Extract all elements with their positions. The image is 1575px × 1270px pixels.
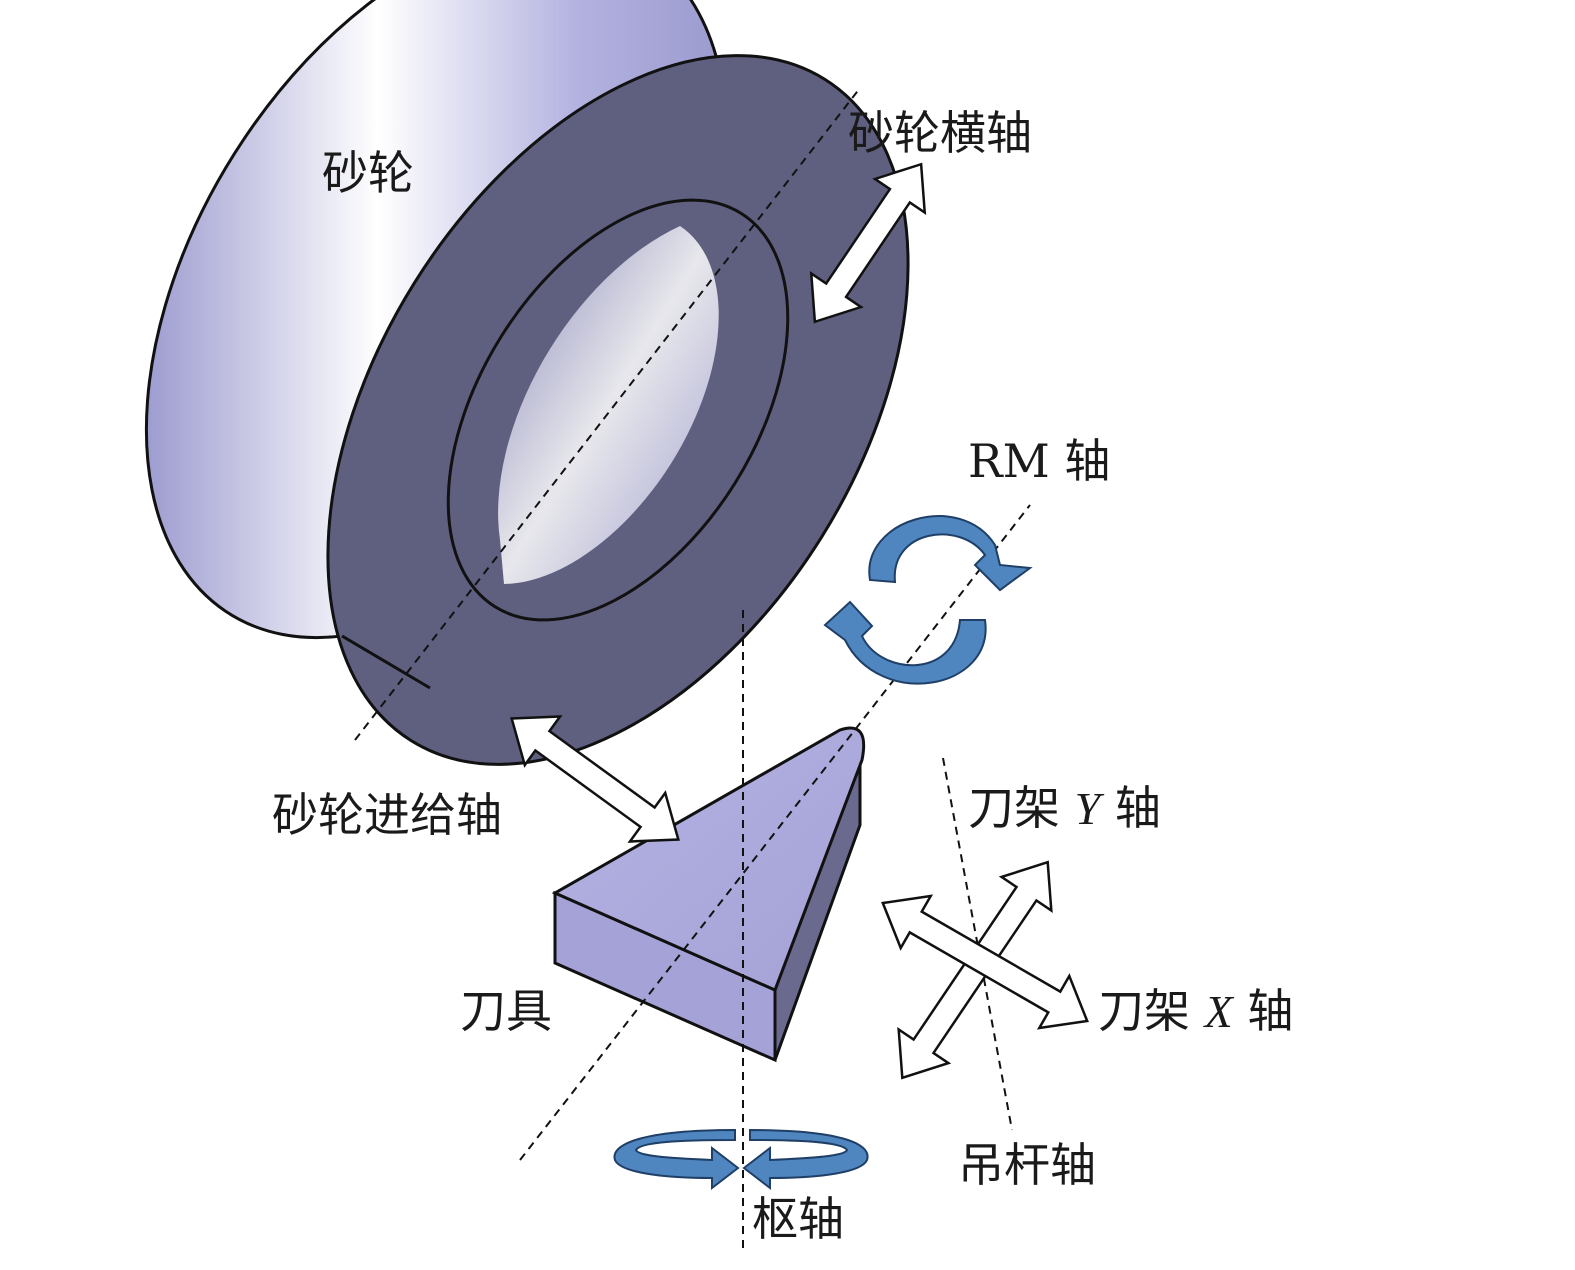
label-holder-y-axis-suffix: 轴: [1114, 781, 1161, 835]
wheel-feed-axis-arrow: [510, 715, 680, 843]
pivot-rotation-arrows: [613, 1128, 869, 1191]
label-pivot-axis: 枢轴: [752, 1192, 844, 1246]
label-holder-x-axis: 刀架 X 轴: [1098, 988, 1293, 1035]
pivot-rotation-arrow-left: [613, 1128, 740, 1191]
double-arrows: [510, 162, 1089, 1080]
label-holder-x-axis-suffix: 轴: [1247, 984, 1294, 1038]
label-wheel: 砂轮: [322, 146, 414, 200]
rm-rotation-arrow-bottom: [823, 600, 987, 685]
wheel-transverse-axis-arrow: [809, 162, 927, 324]
label-holder-x-axis-letter: X: [1204, 986, 1233, 1037]
label-tool: 刀具: [460, 984, 552, 1038]
label-wheel-feed-axis: 砂轮进给轴: [272, 788, 502, 842]
rm-rotation-arrows: [823, 515, 1033, 685]
rm-rotation-arrow-top: [868, 515, 1033, 592]
label-wheel-transverse-axis: 砂轮横轴: [848, 106, 1032, 160]
pivot-rotation-arrow-right: [742, 1128, 869, 1191]
rm-axis-line: [519, 504, 1031, 1161]
holder-x-axis-arrow: [881, 894, 1089, 1030]
label-holder-y-axis-letter: Y: [1074, 783, 1101, 834]
grinding-wheel: [144, 0, 910, 766]
tool-top: [551, 726, 866, 993]
label-boom-axis: 吊杆轴: [958, 1138, 1096, 1192]
label-holder-x-axis-prefix: 刀架: [1098, 984, 1190, 1038]
label-holder-y-axis: 刀架 Y 轴: [968, 785, 1161, 832]
cutting-tool: [551, 726, 866, 1063]
wheel-axis-line: [354, 87, 861, 741]
label-rm-axis: RM 轴: [968, 434, 1111, 488]
label-holder-y-axis-prefix: 刀架: [968, 781, 1060, 835]
wheel-bore-inner-surface: [498, 226, 719, 584]
